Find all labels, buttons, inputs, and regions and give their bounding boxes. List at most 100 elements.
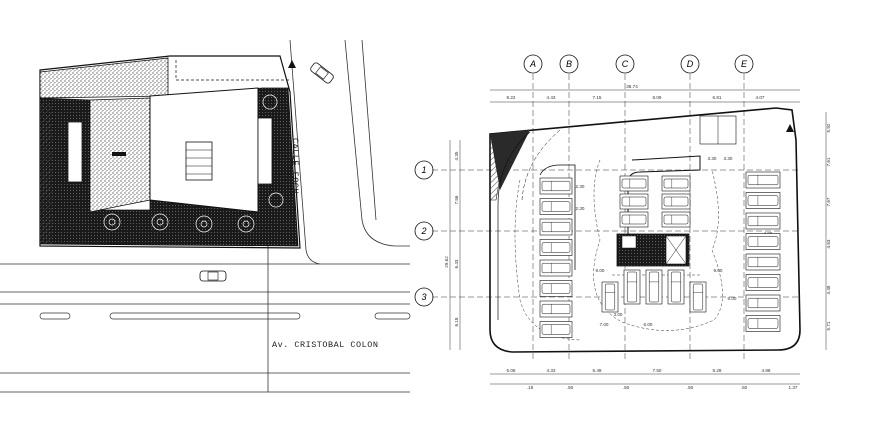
parked-car-icon [539,177,573,195]
parked-car-icon [619,211,649,228]
svg-text:3: 3 [421,292,426,302]
grid-bubble-2: 2 [414,221,434,241]
dim-label: 8.22 [507,95,516,100]
dim-label: 6.00 [728,296,737,301]
parked-car-icon [745,315,781,332]
parked-car-icon [539,259,573,277]
street-label-front: Av. CRISTOBAL COLON [272,340,379,350]
parked-car-icon [745,233,781,250]
svg-text:D: D [687,59,694,69]
svg-text:E: E [741,59,748,69]
lot-boundary [39,55,301,249]
dim-label: 2.30 [576,184,585,189]
street-label-side: CALLE FOCH [290,138,300,195]
dim-label: 9.00 [596,268,605,273]
dim-label: 7.15 [593,95,602,100]
dim-label: 4.48 [826,285,831,294]
svg-text:1: 1 [421,165,426,175]
north-arrow-icon [288,60,296,68]
dim-label: 3.30 [724,156,733,161]
bench [112,152,126,156]
grid-bubble-c: C [615,54,635,74]
parked-car-icon [667,269,685,305]
parked-car-icon [661,211,691,228]
planting-strip [40,104,52,244]
dim-label: 7.50 [653,368,662,373]
parked-car-icon [645,269,663,305]
grid-bubble-1: 1 [414,160,434,180]
parked-car-icon [745,171,781,189]
parked-car-icon [619,175,649,192]
grid-bubble-e: E [734,54,754,74]
dim-label: 5.71 [826,321,831,330]
ramp-edge [497,131,531,320]
dim-label: 5.92 [826,123,831,132]
side-street-edge [361,39,377,221]
car-icon [199,270,227,282]
dim-label: .50 [567,385,574,390]
svg-text:C: C [622,59,629,69]
planter [257,117,273,185]
parked-car-icon [539,239,573,256]
grid-bubble-b: B [559,54,579,74]
inner-wall [539,164,576,270]
dim-label: 6.49 [593,368,602,373]
median [109,312,301,320]
stair [621,235,637,249]
parked-car-icon [539,321,573,338]
dim-total: 38.74 [626,84,638,89]
parked-car-icon [745,274,781,291]
circulation-path [514,159,723,341]
trees [103,94,284,233]
parking-plan: A B C D E 1 2 3 8.22 4.43 7.15 8.09 6.81 4.07 38.74 5… [414,54,831,390]
parked-car-icon [539,280,573,297]
dim-label: 4.43 [547,95,556,100]
dim-label: 7.00 [600,322,609,327]
dim-label: .50 [687,385,694,390]
parked-car-icon [619,193,649,210]
dim-label: 4.35 [454,151,459,160]
parked-car-icon [539,198,573,215]
parked-car-icon [745,294,781,312]
parked-car-icon [745,212,781,230]
stair-core [185,141,213,181]
garden-area [39,57,169,99]
svg-text:B: B [566,59,572,69]
dim-label: 8.09 [653,95,662,100]
dim-label: 7.67 [826,197,831,206]
dim-label: 2.30 [576,206,585,211]
grid-lines [432,74,800,362]
site-plan [0,39,411,393]
grid-bubble-d: D [680,54,700,74]
parked-car-icon [745,253,781,271]
grid-bubble-a: A [523,54,543,74]
side-street-edge [344,39,410,247]
svg-text:2: 2 [420,226,426,236]
planter [67,121,83,183]
dim-label: 4.07 [756,95,765,100]
side-street-edge [289,39,321,265]
dim-label: 3.00 [614,312,623,317]
dim-label: 3.30 [708,156,717,161]
svg-text:A: A [529,59,536,69]
car-icon [310,62,334,84]
dim-label: 9.00 [714,268,723,273]
dim-label: 7.61 [826,157,831,166]
dim-label: 4.88 [762,368,771,373]
dim-label: 7.56 [454,195,459,204]
dim-label: .50 [623,385,630,390]
median [39,312,71,320]
north-arrow-icon [786,124,794,132]
dim-label: 4.33 [547,368,556,373]
driveway [175,60,290,81]
parked-car-icon [623,269,641,305]
dim-label: 6.18 [454,317,459,326]
ramp-edge [521,129,561,201]
dim-label: .50 [741,385,748,390]
dim-total: 29.62 [444,256,449,268]
dim-label: 6.81 [713,95,722,100]
dim-label: 6.28 [713,368,722,373]
parked-car-icon [539,218,573,236]
